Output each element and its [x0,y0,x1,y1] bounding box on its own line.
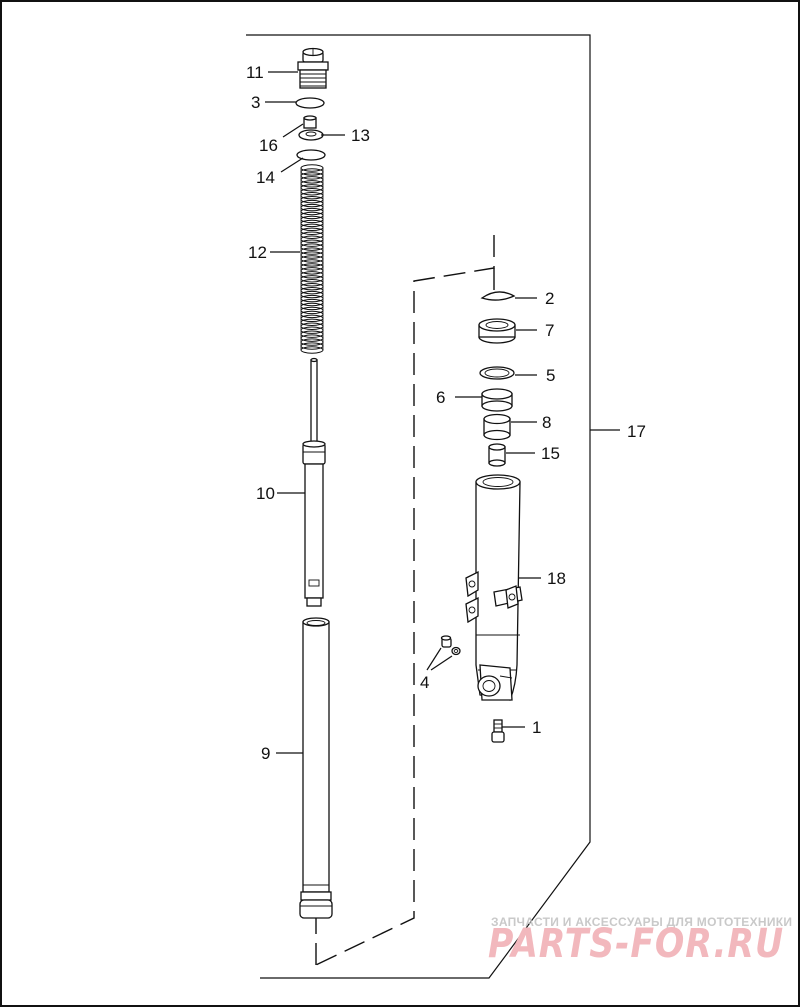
spring-coil [300,259,324,267]
spring-coil [300,275,324,283]
spring-coil [300,302,324,311]
callout-6: 6 [436,388,445,407]
assembly-bracket [246,34,591,979]
spring-coil [300,188,324,196]
callout-16: 16 [259,136,278,155]
callout-8: 8 [542,413,551,432]
callout-17: 17 [627,422,646,441]
spring-coil [300,283,324,291]
spring-coil [300,342,324,350]
callout-2: 2 [545,289,554,308]
o-ring [295,97,325,109]
spring-coil [300,215,324,224]
spring-coil [300,306,324,315]
spring-coil [300,172,324,180]
spring-coil [300,326,324,334]
spring-seat-ring [296,149,326,161]
callout-13: 13 [351,126,370,145]
spring-coil [300,239,324,247]
inner-fork-tube [299,617,333,919]
spring-coil [300,271,324,279]
watermark-tagline: ЗАПЧАСТИ И АКСЕССУАРЫ ДЛЯ МОТОТЕХНИКИ [491,915,792,929]
callout-10: 10 [256,484,275,503]
spring-coil [300,231,324,239]
callout-14: 14 [256,168,275,187]
oil-lock-piece [488,443,506,467]
spring-coil [300,318,324,326]
spring-coil [300,192,324,200]
callout-9: 9 [261,744,270,763]
drain-plug-and-washer [440,635,461,656]
callout-5: 5 [546,366,555,385]
inner-bushing [483,413,511,441]
axle-bolt [491,719,505,743]
spring-coil [300,164,324,172]
spring-coil [300,279,324,287]
assembly-dashed-outline [315,235,495,966]
spring-coil [300,211,324,220]
spring-coil [300,207,324,216]
spring-coil [300,314,324,323]
fork-cap-bolt [297,47,329,89]
fork-spring [300,164,324,354]
spring-coil [300,176,324,184]
spring-coil [300,223,324,232]
callout-4: 4 [420,673,429,692]
spring-coil [300,243,324,251]
spring-coil [300,180,324,188]
spring-coil [300,255,324,263]
spring-coil [300,322,324,330]
spring-coil [300,235,324,243]
spring-coil [300,219,324,228]
spring-coil [300,298,324,307]
spring-coil [300,247,324,255]
outer-bushing [481,388,513,412]
callout-15: 15 [541,444,560,463]
spring-coil [300,310,324,319]
watermark-brand: PARTS-FOR.RU [488,921,784,967]
spring-coil [300,227,324,236]
spring-coil [300,294,324,303]
spacer [303,115,317,129]
spring-coil [300,168,324,176]
spring-coil [300,251,324,259]
spring-coil [300,338,324,346]
damper-rod [302,357,326,607]
spring-coil [300,334,324,342]
spring-coil [300,330,324,338]
spring-coil [300,199,324,208]
spring-coil [300,290,324,299]
spring-coil [300,195,324,204]
callout-11: 11 [246,63,264,82]
fork-slider [465,474,523,701]
callout-12: 12 [248,243,267,262]
spring-coil [300,184,324,192]
callout-7: 7 [545,321,554,340]
callout-1: 1 [532,718,541,737]
oil-seal [478,318,516,344]
spring-coil [300,203,324,212]
spring-coil [300,286,324,295]
callout-18: 18 [547,569,566,588]
watermark: ЗАПЧАСТИ И АКСЕССУАРЫ ДЛЯ МОТОТЕХНИКИ PA… [488,915,792,967]
callout-labels: 11 3 16 13 14 12 10 9 2 7 5 6 8 15 18 17… [246,63,646,763]
leader-lines [265,71,620,754]
spring-coil [300,346,324,354]
spring-coil [300,263,324,271]
retaining-clip [480,291,516,301]
callout-3: 3 [251,93,260,112]
seal-washer [479,366,515,380]
spring-coil [300,267,324,275]
washer [298,129,324,141]
